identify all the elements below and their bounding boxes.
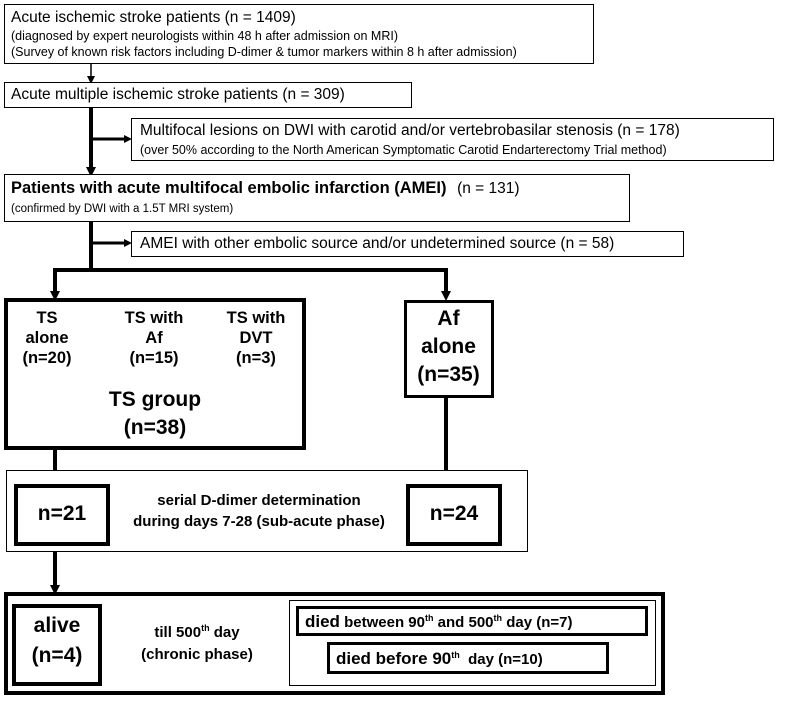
died-before-box: died before 90th day (n=10)	[327, 642, 609, 674]
died-before-bold: died before 90	[336, 649, 452, 668]
step3-title-bold: Patients with acute multifocal embolic i…	[11, 179, 447, 197]
died-between-bold: died	[305, 612, 340, 631]
died-between-label: died between 90th and 500th day (n=7)	[305, 612, 572, 632]
step1-note2: (Survey of known risk factors including …	[11, 45, 517, 59]
step3-box: Patients with acute multifocal embolic i…	[4, 174, 630, 222]
died-between-text: between 90	[339, 614, 425, 631]
n21-box: n=21	[14, 484, 110, 546]
step2-title: Acute multiple ischemic stroke patients …	[11, 86, 345, 103]
alive-n: (n=4)	[31, 644, 83, 667]
serial-text2: during days 7-28 (sub-acute phase)	[133, 513, 385, 530]
ts-alone-title2: alone	[25, 329, 69, 347]
ts-alone-n: (n=20)	[22, 349, 72, 367]
af-alone-box: Af alone (n=35)	[404, 300, 494, 398]
n21-label: n=21	[37, 502, 87, 525]
alive-label: alive	[33, 614, 81, 637]
ts-dvt-label: TS with DVT (n=3)	[214, 308, 298, 368]
excl2-title: AMEI with other embolic source and/or un…	[140, 235, 615, 252]
ts-dvt-n: (n=3)	[236, 349, 276, 367]
step1-box: Acute ischemic stroke patients (n = 1409…	[4, 4, 594, 64]
died-between-end: day (n=7)	[502, 614, 573, 631]
till-500-pre: till 500	[154, 624, 202, 641]
ts-alone-label: TS alone (n=20)	[12, 308, 82, 368]
died-before-sup: th	[451, 650, 460, 660]
step1-note1: (diagnosed by expert neurologists within…	[11, 29, 399, 43]
serial-text1: serial D-dimer determination	[157, 492, 361, 509]
died-before-label: died before 90th day (n=10)	[336, 649, 543, 669]
died-between-box: died between 90th and 500th day (n=7)	[296, 606, 648, 636]
ts-dvt-title2: DVT	[239, 329, 273, 347]
ts-group-n: (n=38)	[123, 416, 187, 439]
ts-group-box: TS alone (n=20) TS with Af (n=15) TS wit…	[4, 298, 306, 450]
till-500-post: day	[209, 624, 240, 641]
till-500-label: till 500th day	[112, 623, 282, 642]
ts-af-title: TS with	[124, 309, 184, 327]
died-before-end: day (n=10)	[459, 651, 543, 668]
ts-af-title2: Af	[145, 329, 163, 347]
alive-box: alive (n=4)	[12, 604, 102, 686]
ts-af-n: (n=15)	[129, 349, 179, 367]
till-500-sup: th	[201, 623, 210, 633]
step1-title: Acute ischemic stroke patients (n = 1409…	[11, 9, 296, 26]
ts-group-label: TS group	[108, 388, 202, 411]
excl1-title: Multifocal lesions on DWI with carotid a…	[140, 122, 680, 139]
step3-title-n: (n = 131)	[457, 180, 520, 197]
step3-note: (confirmed by DWI with a 1.5T MRI system…	[11, 203, 234, 215]
step3-title: Patients with acute multifocal embolic i…	[11, 179, 520, 198]
n24-label: n=24	[429, 502, 479, 525]
af-alone-title2: alone	[421, 335, 476, 358]
n24-box: n=24	[406, 484, 502, 546]
chronic-phase-label: (chronic phase)	[141, 646, 253, 663]
af-alone-title: Af	[437, 307, 460, 330]
excl1-note: (over 50% according to the North America…	[140, 143, 667, 157]
af-alone-n: (n=35)	[417, 363, 480, 386]
ts-dvt-title: TS with	[226, 309, 286, 327]
died-between-mid: and 500	[433, 614, 494, 631]
ts-af-label: TS with Af (n=15)	[112, 308, 196, 368]
died-between-sup1: th	[425, 613, 434, 623]
ts-alone-title: TS	[36, 309, 58, 327]
excl2-box: AMEI with other embolic source and/or un…	[131, 231, 684, 257]
step2-box: Acute multiple ischemic stroke patients …	[4, 82, 412, 108]
excl1-box: Multifocal lesions on DWI with carotid a…	[131, 118, 774, 161]
died-between-sup2: th	[493, 613, 503, 623]
